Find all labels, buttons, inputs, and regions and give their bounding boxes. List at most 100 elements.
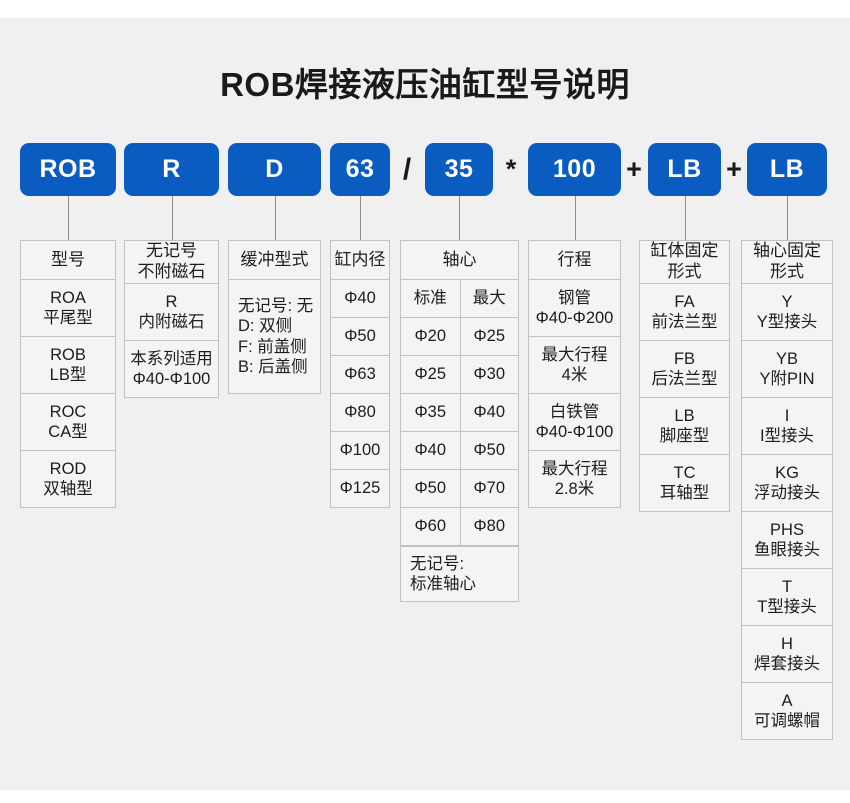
cell-line: TC [673, 463, 696, 482]
cell-line: KG [775, 463, 799, 482]
code-token-lb[interactable]: LB [648, 143, 721, 196]
cell-line: 内附磁石 [138, 313, 205, 331]
cell-line: 无记号 [146, 241, 197, 261]
cell-line: Y [781, 292, 793, 311]
cell-line: 形式 [770, 262, 804, 281]
code-token-lb[interactable]: LB [747, 143, 827, 196]
connector-line [575, 196, 576, 240]
column-header-magnet: 无记号不附磁石 [124, 240, 219, 284]
rod-size-standard: Φ25 [401, 356, 460, 393]
cell-line: H [781, 634, 793, 653]
cell-line: 浮动接头 [754, 484, 820, 502]
rod-size-standard: Φ40 [401, 432, 460, 469]
code-token-r[interactable]: R [124, 143, 219, 196]
code-token-63[interactable]: 63 [330, 143, 390, 196]
legend-item: KG 浮动接头 [741, 455, 833, 512]
cell-line: Φ100 [339, 441, 381, 460]
cell-line: ROA [50, 288, 86, 307]
connector-line [360, 196, 361, 240]
code-separator-slash: / [402, 152, 412, 186]
cell-line: 双轴型 [43, 480, 93, 498]
cell-line: 可调螺帽 [754, 712, 820, 730]
rod-size-standard: Φ60 [401, 508, 460, 545]
code-token-35[interactable]: 35 [425, 143, 493, 196]
rod-size-maximum: Φ50 [459, 432, 518, 469]
cell-line: FA [674, 292, 695, 311]
code-separator-plus: + [626, 154, 642, 184]
cell-line: 无记号: [410, 554, 465, 573]
rod-size-maximum: Φ40 [459, 394, 518, 431]
cell-line: 脚座型 [659, 427, 710, 445]
cell-line: ROB [50, 345, 86, 364]
cell-line: T [781, 577, 793, 596]
legend-item: Φ80 [330, 394, 390, 432]
cell-line: 平尾型 [43, 309, 93, 327]
cell-line: 形式 [667, 262, 702, 281]
cell-line: 最大行程 [541, 345, 608, 364]
column-header-model: 型号 [20, 240, 116, 280]
cell-line: 鱼眼接头 [754, 541, 820, 559]
cell-line: T型接头 [757, 598, 817, 616]
legend-item: Φ50 [330, 318, 390, 356]
code-token-100[interactable]: 100 [528, 143, 621, 196]
rod-size-maximum: Φ80 [459, 508, 518, 545]
column-header-cylinder_mount: 缸体固定形式 [639, 240, 730, 284]
cell-line: 不附磁石 [137, 262, 206, 281]
connector-line [68, 196, 69, 240]
code-token-rob[interactable]: ROB [20, 143, 116, 196]
cell-line: 缸内径 [334, 249, 386, 269]
cell-line: R [165, 292, 178, 311]
cell-line: I [784, 406, 790, 425]
legend-item: Φ63 [330, 356, 390, 394]
legend-item: T T型接头 [741, 569, 833, 626]
rod-size-standard: Φ20 [401, 318, 460, 355]
cell-line: 本系列适用 [130, 349, 213, 368]
cell-line: 无记号: 无 [238, 297, 314, 316]
cell-line: 缸体固定 [650, 241, 719, 261]
connector-line [172, 196, 173, 240]
legend-item: ROA 平尾型 [20, 280, 116, 337]
cell-line: 轴心 [442, 249, 477, 269]
cell-line: A [781, 691, 793, 710]
cell-line: LB型 [49, 366, 87, 384]
cell-line: 缓冲型式 [240, 249, 309, 269]
legend-item: R 内附磁石 [124, 284, 219, 341]
column-header-bore: 缸内径 [330, 240, 390, 280]
column-header-stroke: 行程 [528, 240, 621, 280]
code-token-d[interactable]: D [228, 143, 321, 196]
legend-item: Φ40 [330, 280, 390, 318]
legend-item: Φ100 [330, 432, 390, 470]
code-separator-asterisk: * [505, 154, 517, 184]
rod-size-maximum: Φ25 [459, 318, 518, 355]
cell-line: Φ125 [339, 479, 381, 498]
legend-item: A 可调螺帽 [741, 683, 833, 740]
cell-line: CA型 [48, 423, 88, 441]
cell-line: B: 后盖侧 [238, 357, 308, 376]
cell-line: I型接头 [759, 427, 815, 445]
cell-line: Φ80 [344, 403, 376, 422]
subheader-row-rod: 标准最大 [400, 280, 519, 318]
cell-line: 行程 [557, 249, 592, 269]
cell-line: Φ63 [344, 365, 376, 384]
cell-line: PHS [770, 520, 804, 539]
connector-line [275, 196, 276, 240]
legend-item: I I型接头 [741, 398, 833, 455]
cell-line: 后法兰型 [651, 370, 718, 388]
cell-line: 型号 [51, 249, 85, 269]
